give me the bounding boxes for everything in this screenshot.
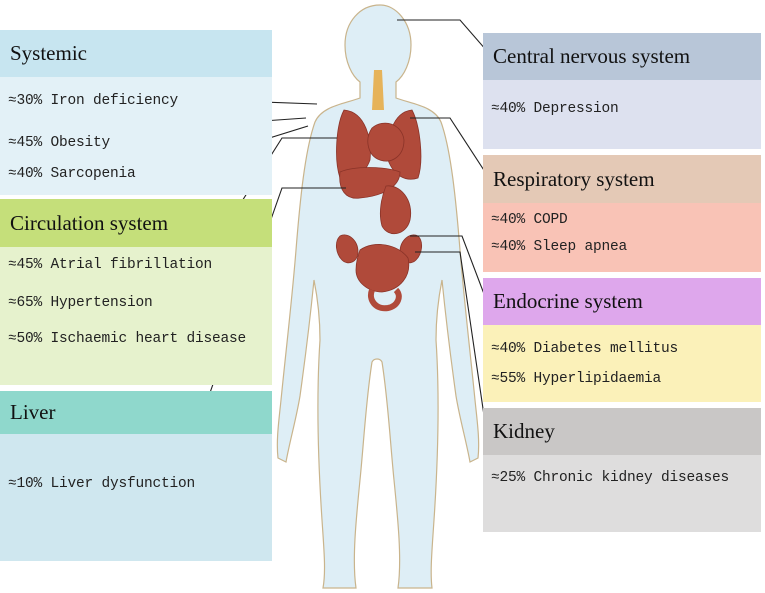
systemic-item-obesity: ≈45% Obesity	[8, 135, 111, 151]
systemic-item-sarcopenia: ≈40% Sarcopenia	[8, 166, 136, 182]
systemic-body: ≈30% Iron deficiency ≈45% Obesity ≈40% S…	[0, 77, 272, 195]
trachea	[372, 70, 384, 110]
colon	[368, 287, 402, 312]
kidney-title: Kidney	[483, 408, 761, 455]
organs	[336, 70, 422, 312]
liver-panel: Liver ≈10% Liver dysfunction	[0, 391, 272, 561]
circulation-item-hypertension: ≈65% Hypertension	[8, 295, 153, 311]
heart	[367, 122, 405, 162]
intestine	[355, 244, 410, 293]
endocrine-title: Endocrine system	[483, 278, 761, 325]
kidney-body: ≈25% Chronic kidney diseases	[483, 455, 761, 532]
systemic-title: Systemic	[0, 30, 272, 77]
circulation-body: ≈45% Atrial fibrillation ≈65% Hypertensi…	[0, 247, 272, 385]
circulation-item-af: ≈45% Atrial fibrillation	[8, 257, 213, 273]
liver-title: Liver	[0, 391, 272, 434]
kidney-panel: Kidney ≈25% Chronic kidney diseases	[483, 408, 761, 532]
kidney-item-ckd: ≈25% Chronic kidney diseases	[491, 470, 730, 486]
cns-panel: Central nervous system ≈40% Depression	[483, 33, 761, 149]
endocrine-panel: Endocrine system ≈40% Diabetes mellitus …	[483, 278, 761, 402]
respiratory-panel: Respiratory system ≈40% COPD ≈40% Sleep …	[483, 155, 761, 272]
circulation-item-ihd: ≈50% Ischaemic heart disease	[8, 331, 247, 347]
circulation-title: Circulation system	[0, 199, 272, 247]
endocrine-item-diabetes: ≈40% Diabetes mellitus	[491, 341, 679, 357]
liver-body: ≈10% Liver dysfunction	[0, 434, 272, 561]
endocrine-item-hyperlipidaemia: ≈55% Hyperlipidaemia	[491, 371, 662, 387]
stomach	[379, 185, 412, 234]
respiratory-item-sleep-apnea: ≈40% Sleep apnea	[491, 239, 628, 255]
body-silhouette	[276, 4, 480, 589]
respiratory-item-copd: ≈40% COPD	[491, 212, 568, 228]
systemic-panel: Systemic ≈30% Iron deficiency ≈45% Obesi…	[0, 30, 272, 195]
cns-body: ≈40% Depression	[483, 80, 761, 149]
respiratory-body: ≈40% COPD ≈40% Sleep apnea	[483, 203, 761, 272]
respiratory-title: Respiratory system	[483, 155, 761, 203]
circulation-panel: Circulation system ≈45% Atrial fibrillat…	[0, 199, 272, 385]
endocrine-body: ≈40% Diabetes mellitus ≈55% Hyperlipidae…	[483, 325, 761, 402]
body-outline	[276, 4, 480, 589]
systemic-item-iron: ≈30% Iron deficiency	[8, 93, 179, 109]
cns-title: Central nervous system	[483, 33, 761, 80]
leader-kidney	[415, 251, 493, 471]
liver-item-dysfunction: ≈10% Liver dysfunction	[8, 476, 196, 492]
left-kidney	[336, 234, 359, 264]
cns-item-depression: ≈40% Depression	[491, 101, 619, 117]
